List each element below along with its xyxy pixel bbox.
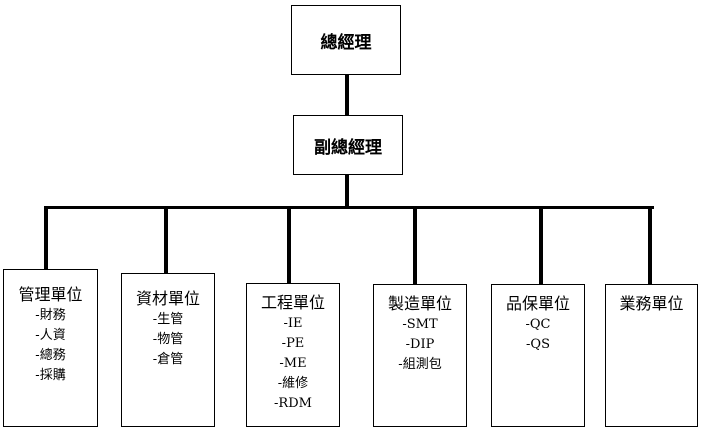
dept-item: -總務 bbox=[35, 348, 66, 363]
dept-items-manufacturing: -SMT -DIP -組測包 bbox=[398, 315, 441, 375]
dept-item: -人資 bbox=[35, 328, 66, 343]
deputy-general-manager-label: 副總經理 bbox=[314, 137, 382, 158]
dept-title-engineering: 工程單位 bbox=[260, 293, 325, 312]
dept-items-quality: -QC -QS bbox=[526, 315, 551, 355]
dept-item: -IE bbox=[283, 316, 303, 331]
dept-item: -維修 bbox=[277, 376, 309, 391]
connector-dept-6 bbox=[648, 206, 652, 284]
dept-item: -RDM bbox=[274, 396, 312, 411]
dept-title-materials: 資材單位 bbox=[135, 289, 200, 308]
dept-item: -財務 bbox=[35, 308, 66, 323]
dept-box-manufacturing: 製造單位 -SMT -DIP -組測包 bbox=[373, 284, 467, 427]
dept-items-management: -財務 -人資 -總務 -採購 bbox=[35, 306, 65, 386]
dept-item: -物管 bbox=[152, 332, 184, 347]
dept-box-quality: 品保單位 -QC -QS bbox=[491, 284, 585, 427]
connector-dept-4 bbox=[413, 206, 417, 284]
dept-title-manufacturing: 製造單位 bbox=[387, 294, 452, 313]
dept-title-management: 管理單位 bbox=[18, 285, 83, 304]
horizontal-bus-line bbox=[44, 206, 654, 209]
dept-item: -SMT bbox=[402, 317, 438, 332]
dept-item: -QS bbox=[526, 337, 550, 352]
dept-item: -QC bbox=[525, 317, 551, 332]
connector-dept-5 bbox=[539, 206, 543, 284]
general-manager-box: 總經理 bbox=[291, 5, 401, 75]
connector-deputy-to-bus bbox=[345, 174, 349, 208]
dept-items-materials: -生管 -物管 -倉管 bbox=[153, 310, 183, 370]
general-manager-label: 總經理 bbox=[320, 32, 372, 53]
dept-items-engineering: -IE -PE -ME -維修 -RDM bbox=[274, 314, 312, 414]
dept-item: -倉管 bbox=[152, 352, 184, 367]
dept-title-quality: 品保單位 bbox=[505, 294, 570, 313]
dept-box-management: 管理單位 -財務 -人資 -總務 -採購 bbox=[3, 269, 98, 427]
connector-dept-2 bbox=[164, 206, 168, 273]
dept-title-sales: 業務單位 bbox=[619, 294, 684, 313]
dept-item: -組測包 bbox=[398, 357, 442, 372]
connector-dept-3 bbox=[287, 206, 291, 283]
dept-item: -生管 bbox=[152, 312, 184, 327]
dept-box-materials: 資材單位 -生管 -物管 -倉管 bbox=[121, 273, 215, 427]
dept-item: -採購 bbox=[35, 368, 66, 383]
connector-gm-to-deputy bbox=[345, 74, 349, 116]
dept-item: -PE bbox=[281, 336, 305, 351]
connector-dept-1 bbox=[44, 206, 48, 269]
dept-box-sales: 業務單位 bbox=[605, 284, 698, 427]
dept-box-engineering: 工程單位 -IE -PE -ME -維修 -RDM bbox=[246, 283, 340, 427]
deputy-general-manager-box: 副總經理 bbox=[293, 115, 403, 175]
dept-item: -DIP bbox=[405, 337, 435, 352]
dept-item: -ME bbox=[279, 356, 307, 371]
